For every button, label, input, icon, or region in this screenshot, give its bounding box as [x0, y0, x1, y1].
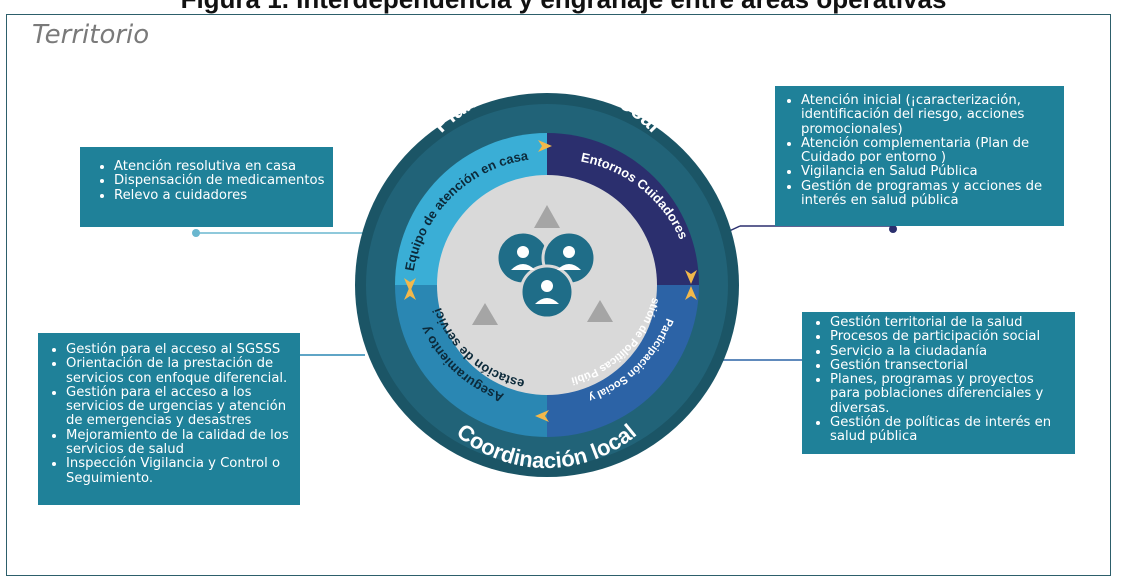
people-group-icon: [495, 230, 597, 320]
page-title: Figura 1. Interdependencia y engranaje e…: [0, 0, 1127, 15]
territory-label: Territorio: [32, 20, 150, 50]
list-item: Relevo a cuidadores: [114, 188, 325, 203]
connector-dot-left-top: [192, 229, 200, 237]
list-item: Orientación de la prestación de servicio…: [66, 357, 292, 386]
arrow-bottom: [535, 410, 549, 422]
list-item: Atención inicial (¡caracterización, iden…: [801, 93, 1056, 137]
box-left-bottom: Gestión para el acceso al SGSSS Orientac…: [38, 333, 300, 505]
arrow-left-bottom: [404, 286, 416, 300]
arrow-right-bottom: [685, 286, 697, 300]
list-item: Gestión territorial de la salud: [830, 315, 1067, 330]
list-item: Gestión de políticas de interés en salud…: [830, 416, 1067, 445]
list-item: Vigilancia en Salud Pública: [801, 165, 1056, 180]
box-right-bottom: Gestión territorial de la salud Procesos…: [802, 312, 1075, 454]
list-item: Atención complementaria (Plan de Cuidado…: [801, 136, 1056, 166]
triangle-decorations: [472, 205, 613, 325]
list-item: Gestión para el acceso a los servicios d…: [66, 385, 292, 429]
list-item: Procesos de participación social: [830, 329, 1067, 344]
connector-dot-right-top: [889, 225, 897, 233]
list-item: Servicio a la ciudadanía: [830, 344, 1067, 359]
arrows: [404, 140, 697, 422]
arrow-top: [538, 140, 552, 152]
list-item: Mejoramiento de la calidad de los servic…: [66, 428, 292, 458]
list-item: Atención resolutiva en casa: [114, 159, 325, 174]
list-item: Gestión para el acceso al SGSSS: [66, 342, 292, 357]
list-item: Planes, programas y proyectos para pobla…: [830, 373, 1067, 416]
box-right-top: Atención inicial (¡caracterización, iden…: [775, 86, 1064, 226]
arrow-right-top: [685, 270, 697, 284]
list-item: Dispensación de medicamentos: [114, 173, 325, 188]
box-left-top: Atención resolutiva en casa Dispensación…: [80, 147, 333, 227]
list-item: Gestión transectorial: [830, 358, 1067, 373]
list-item: Inspección Vigilancia y Control o Seguim…: [66, 457, 292, 486]
arrow-left-top: [404, 278, 416, 292]
list-item: Gestión de programas y acciones de inter…: [801, 179, 1056, 209]
